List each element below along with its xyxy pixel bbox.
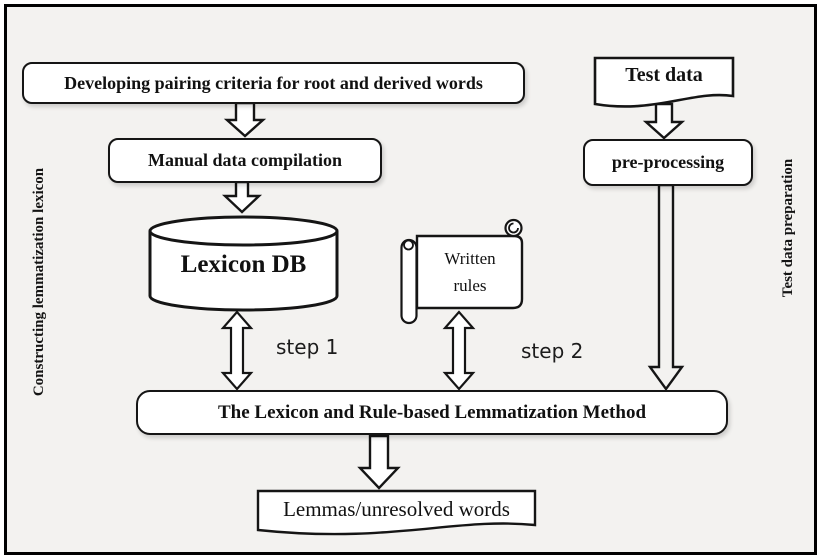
double-arrow-step2 [442, 310, 476, 391]
scroll-shape-written-rules [400, 218, 524, 325]
right-section-label: Test data preparation [780, 158, 796, 298]
node-preprocessing-label: pre-processing [611, 152, 725, 172]
left-section-label: Constructing lemmatization lexicon [31, 167, 47, 397]
node-lemmatization-method: The Lexicon and Rule-based Lemmatization… [136, 390, 728, 435]
long-down-arrow-preprocessing-to-method [647, 183, 685, 392]
node-preprocessing: pre-processing [583, 139, 753, 186]
written-rules-line1: Written [444, 249, 496, 268]
down-arrow-developing-to-manual [223, 101, 267, 138]
double-arrow-step1 [220, 310, 254, 391]
document-shape-lemmas [256, 489, 537, 536]
written-rules-line2: rules [453, 276, 487, 295]
step2-annotation: step 2 [521, 339, 584, 363]
database-cylinder-shape [148, 215, 339, 312]
written-rules-label: Written rules [418, 245, 522, 299]
lexicon-db-label: Lexicon DB [180, 251, 307, 278]
node-manual-label: Manual data compilation [147, 150, 343, 170]
test-data-label: Test data [625, 64, 703, 86]
down-arrow-method-to-lemmas [357, 434, 401, 490]
node-developing-pairing-criteria: Developing pairing criteria for root and… [22, 62, 525, 104]
node-manual-data-compilation: Manual data compilation [108, 138, 382, 183]
down-arrow-testdata-to-preprocessing [642, 102, 686, 140]
node-developing-label: Developing pairing criteria for root and… [64, 72, 483, 93]
lemmas-label: Lemmas/unresolved words [283, 497, 510, 521]
down-arrow-manual-to-lexicondb [221, 180, 263, 214]
step1-annotation: step 1 [276, 335, 339, 359]
node-method-label: The Lexicon and Rule-based Lemmatization… [217, 401, 647, 423]
document-shape-test-data [593, 56, 735, 108]
